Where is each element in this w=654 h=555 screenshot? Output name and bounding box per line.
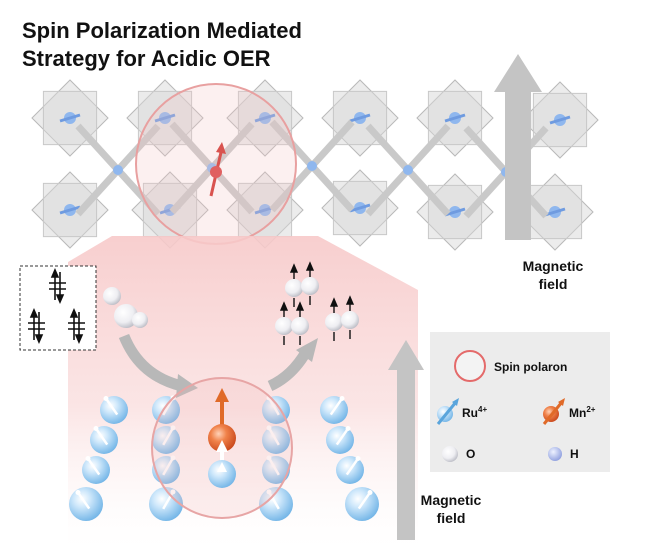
ru-column (69, 396, 128, 521)
legend-spin-polaron-label: Spin polaron (494, 360, 568, 374)
magnetic-field-bottom-label-line1: Magnetic (420, 492, 482, 508)
crystal-lattice (31, 79, 599, 251)
ru-column (320, 396, 379, 521)
linking-atom (365, 123, 451, 217)
legend-mn-charge: 2+ (586, 405, 596, 414)
ru-atom-columns (69, 395, 379, 521)
legend-ru-icon (436, 398, 459, 425)
legend-h-icon (548, 447, 562, 461)
octahedron (321, 169, 399, 247)
legend-ru-symbol: Ru (462, 406, 478, 420)
octahedron (31, 171, 109, 249)
reaction-arrow-in (118, 333, 184, 392)
linking-atom (269, 119, 355, 213)
title-line-2: Strategy for Acidic OER (22, 46, 271, 71)
reaction-arrow-out (267, 349, 311, 392)
magnetic-field-top-label-line1: Magnetic (522, 258, 584, 274)
magnetic-field-arrow-top-head (494, 54, 542, 92)
lattice-spin-polaron-circle (135, 83, 297, 245)
legend-mn-icon (542, 398, 565, 425)
octahedron (516, 173, 594, 251)
magnetic-field-arrow-top-shaft (505, 90, 531, 240)
octahedron (416, 173, 494, 251)
mn-center (208, 388, 236, 488)
magnetic-field-top-label-line2: field (538, 276, 568, 292)
legend-h-label: H (570, 447, 579, 461)
magnetic-field-arrow-bottom-shaft (397, 368, 415, 540)
electron-spin-inset (19, 265, 97, 351)
legend-o-label: O (466, 447, 476, 461)
oxygen-molecules (275, 277, 359, 335)
oxygen-spin-arrows (279, 261, 355, 345)
ru-column (259, 395, 293, 521)
magnetic-field-bottom-label-line2: field (436, 510, 466, 526)
octahedron (521, 81, 599, 159)
legend-o-icon (442, 446, 458, 462)
magnetic-field-arrow-bottom-head (388, 340, 424, 370)
reaction-arrow-out-head (296, 338, 318, 362)
legend-ru-label: Ru4+ (462, 405, 487, 420)
title-line-1: Spin Polarization Mediated (22, 18, 302, 43)
octahedron (226, 171, 304, 249)
legend-spin-polaron-icon (454, 350, 486, 382)
water-molecule (103, 287, 148, 328)
legend-ru-charge: 4+ (478, 405, 488, 414)
legend-mn-label: Mn2+ (569, 405, 595, 420)
lattice-mn-atom (210, 166, 222, 178)
lattice-mn-spin-arrowhead (216, 142, 226, 154)
legend-mn-symbol: Mn (569, 406, 587, 420)
spin-pairs (28, 267, 85, 345)
